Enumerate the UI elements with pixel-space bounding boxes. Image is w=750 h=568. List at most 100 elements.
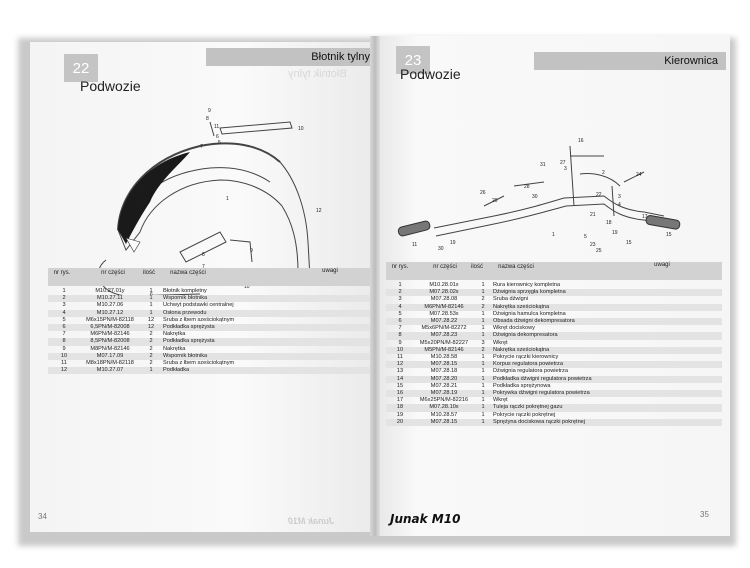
cell-ilosc: 1 [474,332,492,340]
cell-uwagi [644,397,722,404]
svg-text:15: 15 [626,240,632,246]
cell-nr-rys: 2 [48,295,80,303]
cell-nr-rys: 11 [397,354,403,361]
cell-nazwa: Śruba z łbem sześciokątnym [163,316,235,323]
cell-nr-rys: 10 [48,352,80,361]
cell-nr-czesci: M5x20PN/M-82227 [419,339,469,346]
cell-nr-rys: 3 [398,296,402,303]
cell-nazwa: Wkręt dociskowy [493,325,535,332]
cell-uwagi [644,354,722,361]
cell-ilosc: 1 [140,309,162,317]
cell-ilosc: 1 [474,289,492,297]
cell-nr-rys: 10 [386,346,414,355]
page-number: 35 [700,510,709,519]
svg-text:2: 2 [602,170,605,176]
cell-nazwa: Dźwignia sprzęgła kompletna [492,289,644,297]
cell-nazwa: Pokrywka dźwigni regulatora powietrza [492,390,644,398]
cell-nr-rys: 1 [398,282,402,288]
cell-nr-rys: 9 [62,345,66,352]
cell-nr-rys: 8 [386,332,414,340]
cell-ilosc: 1 [149,288,153,294]
cell-nazwa: Podkładka sprężysta [162,338,284,346]
col-nazwa: nazwa części [498,264,534,270]
col-nr-rys: nr rys. [53,270,71,276]
col-nr-czesci: nr części [433,264,457,270]
cell-ilosc: 1 [481,354,485,361]
cell-nazwa: Wkręt [493,397,508,404]
cell-nr-czesci: 6,5PN/M-82008 [80,324,140,332]
cell-nr-czesci: M10.27.06 [96,302,124,309]
svg-text:1: 1 [552,232,555,238]
cell-nr-czesci: M6PN/M-82146 [414,303,474,311]
cell-nr-czesci: M10.27.07 [80,367,140,375]
cell-nr-rys: 17 [396,397,404,404]
cell-nazwa: Uchwyt podstawki centralnej [163,302,234,309]
cell-nr-czesci: M07.28.15 [414,361,474,369]
cell-nr-czesci: M10.28.58 [430,354,458,361]
cell-uwagi [284,309,373,317]
cell-nr-rys: 6 [386,318,414,326]
col-nr-czesci: nr części [101,270,125,276]
cell-ilosc: 1 [481,282,485,288]
cell-nazwa: Dźwignia dekompresatora [492,332,644,340]
cell-ilosc: 2 [140,338,162,346]
svg-text:1: 1 [226,196,229,202]
svg-text:30: 30 [532,194,538,200]
cell-uwagi [644,404,722,412]
cell-nr-rys: 14 [386,375,414,383]
svg-text:16: 16 [578,138,584,144]
cell-nr-czesci: M8PN/M-82146 [90,345,130,352]
cell-nazwa: Dźwignia hamulca kompletna [493,310,566,317]
cell-ilosc: 2 [149,360,153,367]
table-row: 11 M10.28.58 1 Pokrycie rączki kierownicy [386,354,722,361]
cell-uwagi [644,383,722,390]
svg-text:6: 6 [216,134,219,140]
cell-nr-czesci: M6x15PN/M-82118 [86,316,134,323]
cell-nr-rys: 5 [62,316,66,323]
chapter-header-label: Kierownica [664,55,718,67]
cell-nazwa: Pokrycie rączki kierownicy [493,354,559,361]
cell-ilosc: 1 [149,302,153,309]
cell-ilosc: 3 [481,339,485,346]
cell-ilosc: 2 [474,303,492,311]
cell-nr-czesci: M10.28.57 [430,411,458,418]
svg-text:19: 19 [450,240,456,246]
cell-nazwa: Nakrętka sześciokątna [492,346,644,355]
cell-uwagi [284,324,373,332]
svg-text:23: 23 [590,242,596,248]
cell-ilosc: 1 [481,368,485,375]
cell-uwagi [644,412,722,419]
svg-text:17: 17 [642,214,648,220]
cell-ilosc: 1 [474,375,492,383]
page-number: 34 [38,512,47,521]
svg-text:18: 18 [606,220,612,226]
cell-nr-rys: 9 [398,339,402,346]
cell-nr-rys: 7 [398,325,402,332]
cell-nr-czesci: M07.28.08 [430,296,458,303]
cell-nazwa: Osłona przewodu [162,309,284,317]
section-title: Podwozie [80,78,141,94]
cell-uwagi [284,338,373,346]
svg-text:30: 30 [438,246,444,252]
cell-ilosc: 2 [149,345,153,352]
cell-nr-rys: 18 [386,404,414,412]
svg-text:21: 21 [590,212,596,218]
cell-nr-czesci: M07.28.19 [414,390,474,398]
cell-nr-czesci: 8,5PN/M-82008 [80,338,140,346]
cell-nr-rys: 4 [386,303,414,311]
cell-ilosc: 1 [474,361,492,369]
cell-nazwa: Śruba dźwigni [493,296,529,303]
svg-text:31: 31 [540,162,546,168]
fender-diagram: 98 116 510 71 212 43 65 87 910 [97,108,322,302]
cell-ilosc: 1 [474,318,492,326]
cell-nr-rys: 2 [386,289,414,297]
cell-nazwa: Korpus regulatora powietrza [492,361,644,369]
